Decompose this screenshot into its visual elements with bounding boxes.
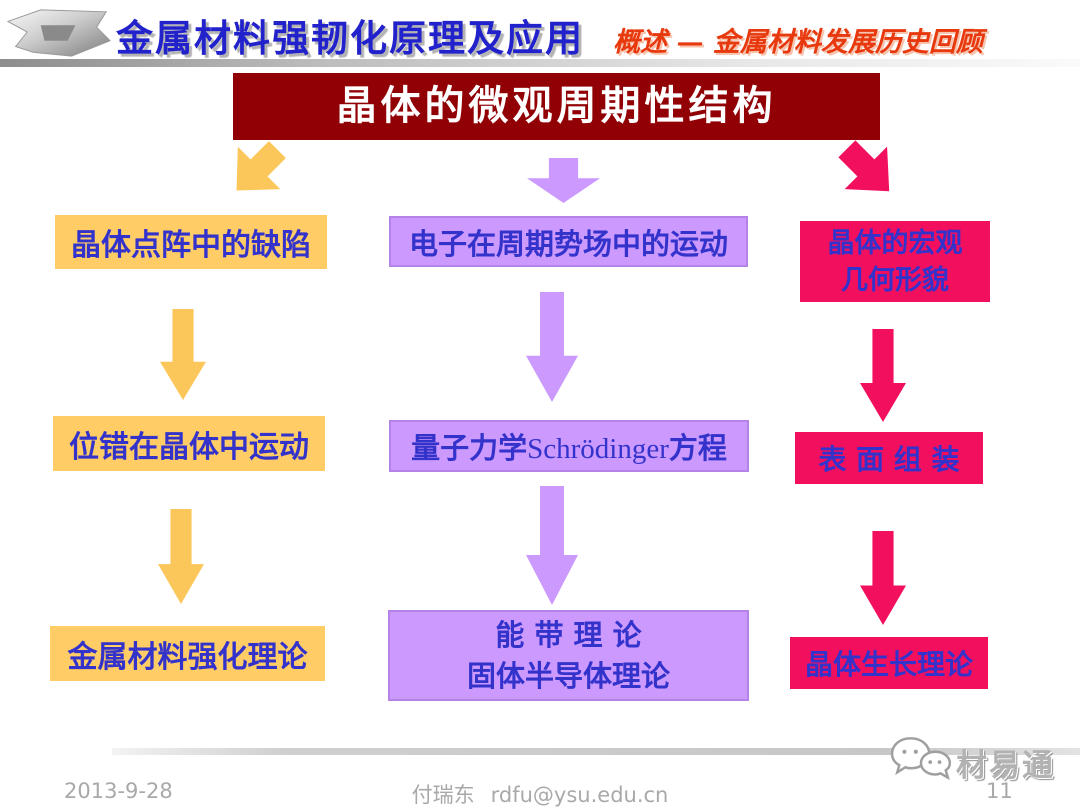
- line-1: 晶体的宏观: [827, 227, 963, 259]
- arrow-down-icon: [860, 329, 906, 422]
- flow-box-surface-assembly: 表 面 组 装: [795, 432, 983, 484]
- arrow-shape: [160, 309, 206, 400]
- arrow-down-icon: [158, 509, 204, 604]
- section-subtitle: 概述 — 金属材料发展历史回顾: [613, 27, 983, 58]
- flow-box-dislocation-motion: 位错在晶体中运动: [53, 416, 325, 471]
- flow-box-schrodinger-equation: 量子力学Schrödinger方程: [389, 420, 749, 472]
- line-2: 几何形貌: [841, 264, 949, 296]
- arrow-down-icon: [860, 531, 906, 625]
- line-2: 固体半导体理论: [466, 658, 670, 693]
- arrow-down-icon: [526, 486, 578, 605]
- arrow-shape: [826, 128, 911, 213]
- arrow-shape: [860, 531, 906, 625]
- text-latin: Schrödinger: [527, 433, 669, 465]
- arrow-shape: [526, 486, 578, 605]
- arrow-down-icon: [160, 309, 206, 400]
- banner-title: 晶体的微观周期性结构: [233, 73, 880, 140]
- text-suffix: 方程: [668, 431, 727, 465]
- app-logo-icon: [6, 9, 111, 57]
- arrow-shape: [215, 128, 298, 211]
- header-divider: [0, 59, 1080, 67]
- line-1: 能 带 理 论: [495, 617, 642, 652]
- arrow-down-icon: [527, 158, 600, 203]
- flow-box-strengthening-theory: 金属材料强化理论: [50, 626, 325, 681]
- footer-email: rdfu@ysu.edu.cn: [490, 783, 669, 807]
- arrow-down-right-icon: [838, 140, 898, 200]
- watermark-label: 材易通: [956, 748, 1055, 784]
- footer-date: 2013-9-28: [64, 779, 173, 803]
- arrow-shape: [527, 158, 600, 203]
- flow-box-lattice-defects: 晶体点阵中的缺陷: [55, 215, 327, 269]
- chat-bubbles-icon: [890, 737, 952, 781]
- text-prefix: 量子力学: [411, 431, 528, 465]
- page-title: 金属材料强韧化原理及应用: [116, 17, 584, 60]
- flow-box-text: 晶体的宏观 几何形貌: [828, 225, 963, 299]
- footer-author-email: 付瑞东 rdfu@ysu.edu.cn: [0, 779, 1080, 809]
- arrow-shape: [526, 292, 578, 402]
- arrow-down-left-icon: [227, 141, 287, 199]
- arrow-down-icon: [526, 292, 578, 402]
- flow-box-text: 量子力学Schrödinger方程: [411, 425, 727, 467]
- flow-box-crystal-growth-theory: 晶体生长理论: [790, 637, 988, 689]
- arrow-shape: [860, 329, 906, 422]
- arrow-shape: [158, 509, 204, 604]
- flow-box-electron-motion: 电子在周期势场中的运动: [389, 216, 748, 267]
- footer-author: 付瑞东: [411, 783, 475, 807]
- flow-box-band-theory: 能 带 理 论 固体半导体理论: [388, 610, 749, 701]
- flow-box-macroscopic-morphology: 晶体的宏观 几何形貌: [800, 221, 990, 302]
- flow-box-text: 能 带 理 论 固体半导体理论: [467, 615, 670, 697]
- watermark-divider: [112, 748, 1080, 755]
- page-number: 11: [986, 779, 1013, 803]
